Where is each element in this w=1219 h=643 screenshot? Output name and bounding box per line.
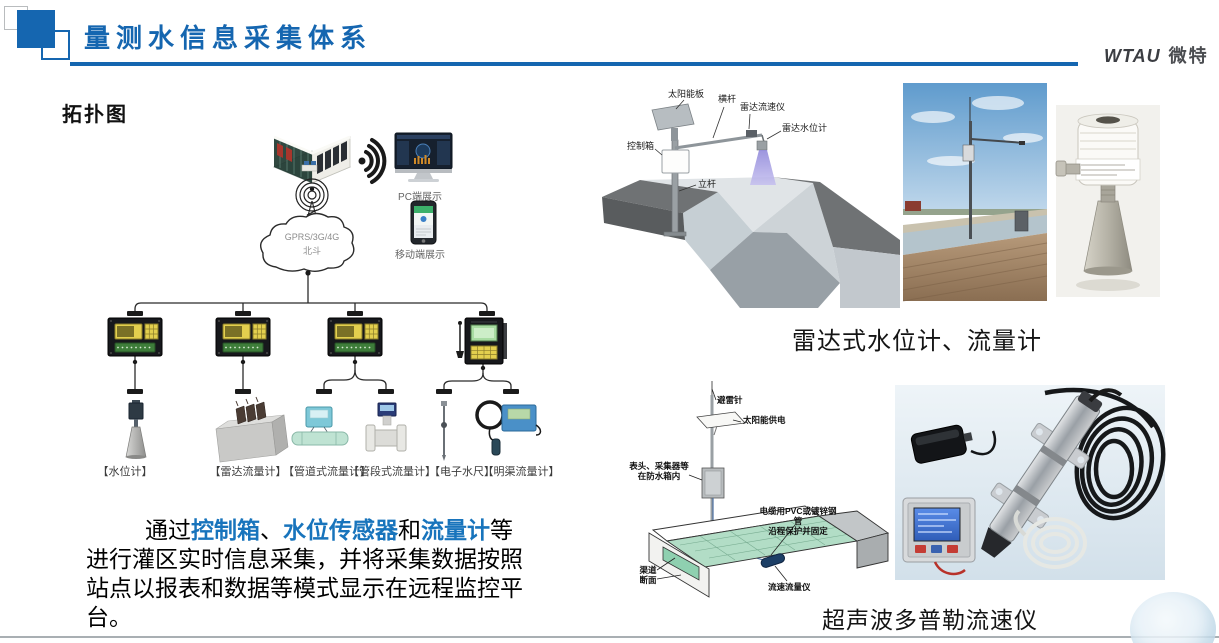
desc-seg-5: 流量计: [421, 517, 490, 543]
beidou-label: 北斗: [302, 246, 322, 256]
wtau-wordmark: WTAU: [1104, 46, 1161, 66]
rtu-controller-1: [107, 317, 163, 357]
watermark-logo: [1130, 592, 1216, 643]
cross-bar-label: 横杆: [718, 94, 737, 104]
sensor-radar-flow: [215, 396, 289, 463]
pc-monitor: [394, 132, 453, 182]
wifi-icon: [358, 138, 387, 184]
radar-diagram-leaders: [654, 99, 782, 192]
solar-panel: [651, 103, 695, 131]
solar-panel-label: 太阳能板: [668, 89, 705, 99]
radar-velocity-label: 雷达流速仪: [740, 102, 786, 112]
radar-station-pole-assembly: [651, 103, 776, 237]
radar-product-photo: [1055, 105, 1160, 297]
network-cloud: [260, 212, 355, 272]
rtu-antenna: [456, 321, 464, 358]
sensor-electronic-ruler: [441, 401, 447, 461]
rtu-controller-4: [456, 317, 507, 365]
display-red-cable: [933, 561, 966, 576]
solar-power-label: 太阳能供电: [743, 415, 786, 425]
sensor-label-segment-flow: 【管段式流量计】: [348, 466, 436, 478]
desc-seg-2: 、: [260, 517, 283, 543]
velocity-flow-meter-label: 流速流量仪: [768, 582, 811, 592]
network-type-label: GPRS/3G/4G: [284, 232, 340, 242]
white-cable-coil: [1013, 509, 1087, 569]
doppler-kit-photo: [895, 385, 1166, 580]
install-channel: [648, 505, 890, 598]
doppler-install-diagram: [648, 381, 890, 598]
bus-lines: [127, 270, 519, 394]
canal-terrain: [602, 177, 900, 308]
page-title: 量测水信息采集体系: [84, 23, 373, 53]
radar-level-meter: [756, 140, 768, 151]
desc-seg-6: 等进行灌区实时信息采集，并将采集数据按照站点以报表和数据等模式显示在远程监控平台…: [86, 517, 523, 630]
display-unit: [902, 497, 976, 576]
cable-protection-label: 电缆用PVC或镀锌钢管 沿程保护并固定: [759, 506, 837, 536]
install-solar-panel: [696, 411, 746, 429]
rtu-controller-2: [215, 317, 271, 357]
topology-diagram: [107, 132, 542, 463]
sensor-label-pipe-flow: 【管道式流量计】: [283, 466, 371, 478]
sensor-label-water-level: 【水位计】: [97, 466, 153, 478]
doppler-caption: 超声波多普勒流速仪: [822, 607, 1038, 633]
power-adapter: [910, 424, 997, 464]
mobile-display-label: 移动端展示: [395, 250, 445, 261]
description-paragraph: 通过控制箱、水位传感器和流量计等进行灌区实时信息采集，并将采集数据按照站点以报表…: [86, 516, 534, 632]
mobile-phone: [410, 200, 437, 245]
brand-logo: WTAU 微特: [1104, 42, 1209, 68]
radar-velocity-meter: [746, 130, 757, 137]
pc-display-label: PC端展示: [398, 192, 442, 203]
header-accent-square-blue: [17, 10, 55, 48]
sensor-label-open-channel: 【明渠流量计】: [482, 466, 560, 478]
topology-heading: 拓扑图: [62, 104, 128, 126]
sensor-water-level: [125, 400, 147, 459]
title-underline: [70, 62, 1078, 66]
cross-bar: [674, 133, 763, 150]
station-control-box: [661, 149, 690, 174]
black-cable-coil: [1044, 387, 1166, 521]
install-leaders: [656, 388, 796, 582]
waterproof-box-label: 表头、采集器等 在防水箱内: [629, 461, 689, 481]
channel-section-label: 渠道 断面: [639, 565, 657, 585]
desc-seg-3: 水位传感器: [283, 517, 398, 543]
desc-seg-1: 控制箱: [191, 517, 260, 543]
bottom-rule: [0, 636, 1219, 638]
radar-station-diagram: [602, 99, 900, 308]
radar-field-photo: [902, 83, 1048, 302]
rtu-controller-3: [327, 317, 383, 357]
server-room-illustration: [272, 135, 352, 184]
doppler-sensor-cylinder: [981, 388, 1123, 558]
sensor-pipe-flow: [291, 406, 349, 446]
radar-level-label: 雷达水位计: [782, 123, 828, 133]
radar-beam: [750, 150, 776, 185]
radar-caption: 雷达式水位计、流量计: [792, 328, 1042, 355]
desc-seg-4: 和: [398, 517, 421, 543]
sensor-label-electronic-ruler: 【电子水尺】: [429, 466, 495, 478]
install-flow-sensor: [760, 553, 785, 568]
desc-seg-0: 通过: [145, 517, 191, 543]
pole-label: 立杆: [698, 179, 717, 189]
sensor-segment-flow: [365, 402, 407, 452]
logo-name: 微特: [1168, 46, 1209, 66]
lightning-rod-label: 避雷针: [717, 395, 743, 405]
sensor-label-radar-flow: 【雷达流量计】: [209, 466, 287, 478]
control-box-label: 控制箱: [627, 141, 655, 151]
sensor-open-channel-flow: [475, 400, 542, 456]
